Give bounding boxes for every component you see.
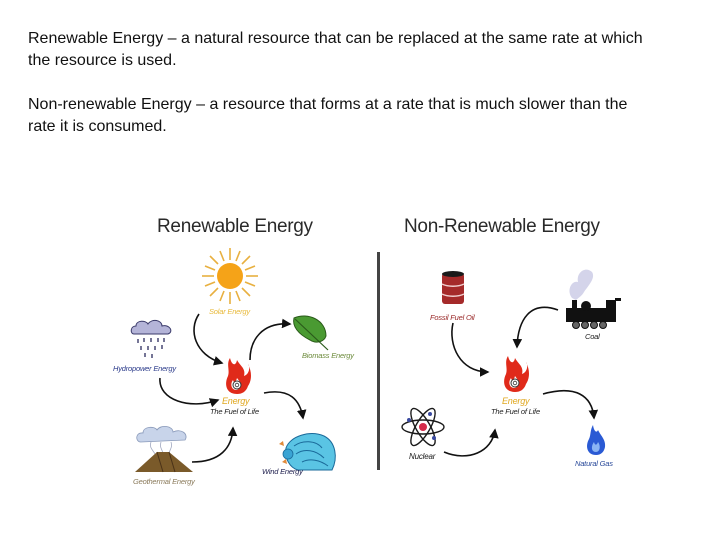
geothermal-energy-label: Geothermal Energy bbox=[133, 477, 195, 486]
steam-train-icon bbox=[566, 269, 621, 329]
flame-icon bbox=[226, 358, 251, 394]
fuel-of-life-label: The Fuel of Life bbox=[210, 407, 259, 416]
nonrenewable-title: Non-Renewable Energy bbox=[404, 216, 600, 237]
volcano-icon bbox=[135, 426, 193, 473]
nuclear-label: Nuclear bbox=[409, 452, 436, 461]
renewable-title: Renewable Energy bbox=[157, 216, 313, 237]
natural-gas-label: Natural Gas bbox=[575, 459, 613, 468]
section-divider bbox=[377, 252, 380, 470]
flame-icon bbox=[504, 356, 529, 392]
solar-energy-label: Solar Energy bbox=[209, 307, 250, 316]
sun-icon bbox=[202, 248, 258, 304]
renewable-definition: Renewable Energy – a natural resource th… bbox=[28, 30, 643, 69]
atom-icon bbox=[401, 407, 445, 447]
nonrenewable-definition: Non-renewable Energy – a resource that f… bbox=[28, 96, 628, 135]
energy-center-label-nonrenewable: Energy bbox=[502, 396, 530, 406]
wind-wave-icon bbox=[279, 433, 336, 471]
energy-center-label: Energy bbox=[222, 396, 250, 406]
leaf-icon bbox=[293, 315, 329, 351]
biomass-energy-label: Biomass Energy bbox=[302, 351, 354, 360]
coal-label: Coal bbox=[585, 332, 600, 341]
oil-barrel-icon bbox=[441, 271, 465, 304]
fossil-fuel-oil-label: Fossil Fuel Oil bbox=[430, 313, 475, 322]
fuel-of-life-label-nonrenewable: The Fuel of Life bbox=[491, 407, 540, 416]
hydropower-energy-label: Hydropower Energy bbox=[113, 364, 176, 373]
rain-cloud-icon bbox=[130, 319, 172, 358]
gas-flame-icon bbox=[587, 425, 606, 455]
definitions-text: Renewable Energy – a natural resource th… bbox=[28, 28, 648, 160]
wind-energy-label: Wind Energy bbox=[262, 467, 303, 476]
